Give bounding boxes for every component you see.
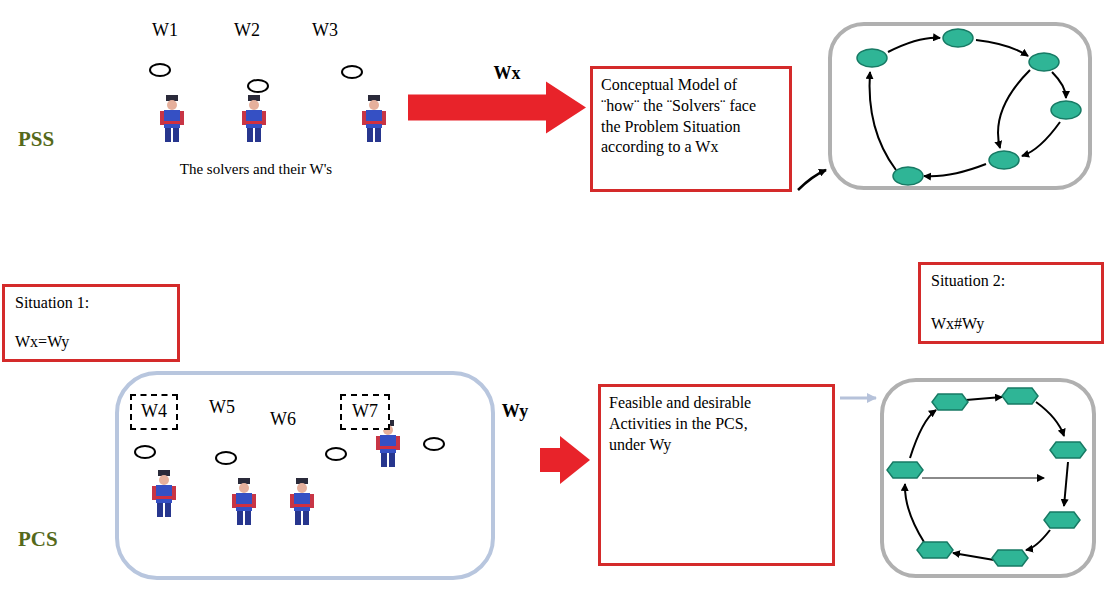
group-cloud: [117, 373, 493, 578]
group-caption: The solvers and their W's: [180, 160, 332, 180]
band-title: PCS: [18, 526, 58, 553]
activities-box: Feasible and desirable Activities in the…: [598, 384, 835, 566]
situation-box: Situation 1: Wx=Wy: [2, 284, 180, 362]
node-text: Feasible and desirable Activities in the…: [609, 393, 774, 455]
graph-region: [882, 380, 1094, 576]
node-text: W5: [209, 396, 235, 419]
graph-region: [830, 24, 1090, 188]
band-title: PSS: [18, 126, 54, 153]
node-text: Situation 2:: [931, 271, 1005, 292]
worldview-circle: W1: [138, 10, 192, 52]
thought-ovals: [135, 438, 444, 464]
node-text: Situation 1:: [15, 293, 89, 314]
node-text: Wx#Wy: [931, 314, 984, 335]
flow-arrow: [408, 82, 586, 134]
solver-figures: [152, 420, 400, 525]
link-arrow: [798, 170, 826, 190]
solver-figures: [160, 95, 386, 142]
pcs-band: PCS W4 W5W6 W7 Wy Feasible and desirable Acti…: [4, 336, 1104, 590]
worldview-square: W7: [340, 394, 390, 430]
node-text: W4: [141, 400, 167, 423]
node-text: W6: [270, 408, 296, 431]
node-text: W1: [152, 19, 178, 42]
worldview-label: Wy: [496, 398, 534, 426]
pss-band: PSS The solvers and their W's W1 W2 W3WxConc…: [4, 2, 1104, 196]
worldview-circle: W3: [298, 10, 352, 52]
node-text: W2: [234, 19, 260, 42]
node-text: Wx=Wy: [15, 332, 69, 353]
worldview-circle: W5: [195, 386, 249, 430]
model-box: Conceptual Model of ¨how¨ the ¨Solvers¨ …: [590, 66, 792, 192]
graph-nodes: [887, 388, 1086, 566]
graph-arrows: [870, 38, 1066, 176]
situation-box: Situation 2: Wx#Wy: [918, 262, 1104, 344]
node-text: Conceptual Model of ¨how¨ the ¨Solvers¨ …: [601, 75, 769, 158]
graph-nodes: [857, 29, 1081, 185]
flow-arrow-shape: [408, 82, 586, 134]
worldview-circle: W6: [256, 398, 310, 442]
worldview-label: Wx: [488, 60, 526, 88]
worldview-square: W4: [130, 394, 178, 430]
big-arrow: [540, 436, 590, 484]
solvers-cloud: The solvers and their W's W1 W2 W3: [110, 8, 402, 193]
node-text: Wx: [494, 62, 521, 85]
band-outline: [4, 336, 1104, 590]
node-text: Wy: [502, 400, 528, 423]
worldview-circle: W2: [220, 10, 274, 52]
thought-ovals: [150, 64, 362, 92]
graph-arrows: [905, 397, 1068, 560]
node-text: W3: [312, 19, 338, 42]
link-arrow: [840, 397, 876, 400]
node-text: W7: [352, 400, 378, 423]
